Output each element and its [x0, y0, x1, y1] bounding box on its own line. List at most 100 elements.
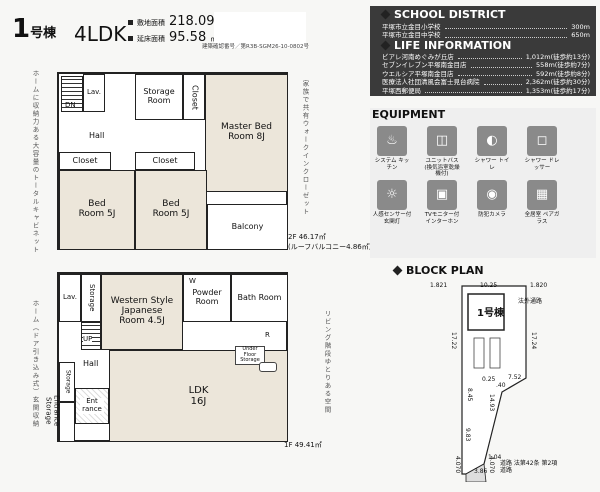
equipment-item: ▣ TVモニター付 インターホン: [422, 180, 462, 225]
equipment-item: ♨システム キッチン: [372, 126, 412, 171]
bath-icon: ◫: [427, 126, 457, 156]
dim-mid-3: .40: [496, 382, 506, 389]
room-bedroom-2: Bed Room 5J: [135, 170, 207, 250]
dim-mid-5: 14.93: [488, 394, 495, 412]
dim-mid-4: 8.45: [466, 388, 473, 402]
room-bedroom-2-label: Bed Room 5J: [152, 199, 190, 219]
school-distance: 300m: [571, 23, 590, 31]
equipment-item: ◉防犯カメラ: [472, 180, 512, 219]
caption-left-bottom: ホーム（ドア引き込み式）玄関収納: [31, 300, 39, 428]
hall-2f-label: Hall: [89, 131, 105, 140]
room-closet-1: Closet: [59, 152, 111, 170]
equipment-label: 全居室 ペアガラス: [524, 212, 560, 225]
equipment-title: EQUIPMENT: [372, 108, 446, 121]
land-area-row: 敷地面積 218.09 ㎡: [128, 14, 226, 29]
equipment-item: ◐ シャワー トイレ: [472, 126, 512, 171]
life-name: 医療法人社団清風会富士見台病院: [382, 78, 480, 87]
dim-low-1: 9.83: [464, 428, 471, 442]
floor-2-roof-balcony: (ルーフバルコニー4.86㎡): [288, 243, 372, 251]
life-item: セブンイレブン平塚南金目店 558m(徒歩約7分): [382, 61, 590, 69]
floor-2-plan: DN Lav. Storage Room Closet Master Bed R…: [57, 72, 288, 250]
school-item: 平塚市立金目小学校 300m: [382, 23, 590, 31]
room-bath-label: Bath Room: [237, 292, 282, 302]
dim-top-left: 1.821: [430, 282, 448, 289]
equipment-label: シャワー トイレ: [474, 158, 510, 171]
hall-1f-label: Hall: [83, 359, 99, 368]
road-lower-label: 道路 法第42条 第2項道路: [500, 460, 558, 474]
unit-suffix: 号棟: [30, 26, 57, 41]
room-closet-1-label: Closet: [72, 155, 98, 165]
dim-top-right: 1.820: [530, 282, 548, 289]
life-name: セブンイレブン平塚南金目店: [382, 61, 467, 70]
diamond-icon: [380, 40, 391, 51]
equipment-panel: EQUIPMENT ♨システム キッチン ◫ユニットバス (換気浴室乾燥機付) …: [370, 108, 596, 258]
life-information-heading: LIFE INFORMATION: [380, 39, 512, 52]
school-district-heading: SCHOOL DISTRICT: [380, 8, 506, 21]
room-closet-2-label: Closet: [152, 155, 178, 165]
diamond-icon: [380, 9, 391, 20]
dim-right-side: 17.24: [530, 332, 537, 350]
bullet-square-icon: [128, 20, 133, 25]
room-storage-1f: Storage: [81, 274, 101, 322]
room-master-bedroom-label: Master Bed Room 8J: [220, 122, 273, 142]
equipment-heading: EQUIPMENT: [372, 108, 445, 121]
staircase: [61, 76, 83, 112]
certification-number: 建築確認番号／第R3B-SGM26-10-0802号: [202, 44, 310, 50]
land-area-value: 218.09: [169, 14, 215, 29]
room-closet-vertical: Closet: [183, 74, 205, 120]
life-distance: 1,353m(徒歩約17分): [525, 86, 590, 95]
stair-down-label: DN: [65, 101, 76, 109]
room-lav-1f: Lav.: [59, 274, 81, 322]
room-entrance-storage: [59, 402, 75, 442]
fridge-label: R: [265, 331, 270, 339]
room-japanese-label: Western Style Japanese Room 4.5J: [110, 296, 174, 326]
block-plan-drawing: [461, 285, 527, 483]
dim-bottom-1: 4.070: [454, 456, 461, 474]
parking-space-1: [473, 337, 485, 369]
life-item: 医療法人社団清風会富士見台病院 2,362m(徒歩約30分): [382, 78, 590, 86]
building-area-label: 延床面積: [137, 35, 165, 43]
diamond-icon: [392, 265, 403, 276]
school-district-title: SCHOOL DISTRICT: [394, 8, 506, 21]
room-storage: Storage Room: [135, 74, 183, 120]
stair-up-label: UP: [83, 335, 93, 344]
dim-left-side: 17.22: [450, 332, 457, 350]
room-ldk-label: LDK 16J: [188, 385, 209, 407]
bullet-square-icon: [128, 36, 133, 41]
room-closet-2: Closet: [135, 152, 195, 170]
unit-number-value: 1: [12, 14, 31, 44]
sensor-light-icon: ☼: [377, 180, 407, 210]
life-distance: 558m(徒歩約7分): [536, 61, 590, 70]
equipment-item: ◫ユニットバス (換気浴室乾燥機付): [422, 126, 462, 178]
kitchen-sink: [259, 362, 277, 372]
room-powder: Powder Room: [183, 274, 231, 322]
balcony: Balcony: [207, 204, 288, 250]
life-distance: 2,362m(徒歩約30分): [525, 78, 590, 87]
room-ldk: LDK 16J: [109, 350, 288, 442]
block-plan-heading: BLOCK PLAN: [392, 264, 484, 277]
room-bedroom-1-label: Bed Room 5J: [78, 199, 116, 219]
washer-label: W: [189, 277, 196, 285]
school-distance: 650m: [571, 31, 590, 40]
school-name: 平塚市立金目小学校: [382, 23, 441, 31]
camera-icon: ◉: [477, 180, 507, 210]
dim-low-2: 1.04: [488, 454, 502, 461]
room-lav-2f-label: Lav.: [86, 88, 101, 97]
floor-1-area: 1F 49.41㎡: [284, 441, 322, 449]
equipment-label: TVモニター付 インターホン: [424, 212, 460, 225]
unit-label: 1号棟: [477, 308, 504, 319]
life-name: ビアレ河南めぐみが丘店: [382, 53, 454, 61]
layout-type: 4LDK: [74, 22, 127, 46]
room-master-bedroom: Master Bed Room 8J: [205, 74, 288, 192]
room-powder-label: Powder Room: [192, 288, 222, 306]
life-information-title: LIFE INFORMATION: [394, 39, 512, 52]
unit-number: 1号棟: [12, 14, 56, 44]
toilet-icon: ◐: [477, 126, 507, 156]
caption-left-top: ホームに収納力ある大容量のトータルキャビネット: [31, 70, 39, 254]
intercom-icon: ▣: [427, 180, 457, 210]
